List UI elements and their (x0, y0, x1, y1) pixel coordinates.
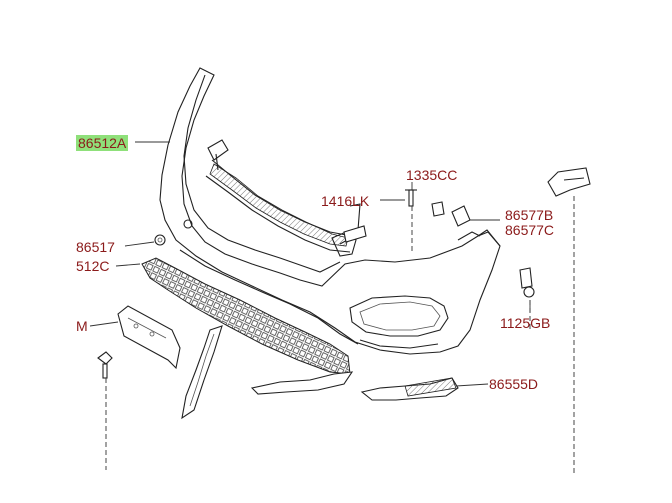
label-1335cc[interactable]: 1335CC (406, 167, 458, 183)
right-part-shape (547, 167, 591, 197)
lower-trim-shape (250, 371, 459, 401)
screw-1416-icon (343, 203, 367, 243)
lower-grille-shape (141, 257, 351, 375)
bolt-left-icon (97, 351, 113, 379)
label-86512a[interactable]: 86512A (76, 135, 129, 151)
label-1416lk[interactable]: 1416LK (321, 193, 370, 209)
bracket-shape (117, 305, 181, 370)
label-86555d[interactable]: 86555D (489, 376, 539, 392)
label-86577c[interactable]: 86577C (505, 222, 555, 238)
label-m[interactable]: M (76, 318, 88, 334)
leader-lines (89, 141, 531, 387)
clip-86577-icon (431, 201, 471, 227)
label-1125gb[interactable]: 1125GB (500, 315, 551, 331)
label-512c[interactable]: 512C (76, 258, 110, 274)
side-trim-shape (181, 325, 223, 420)
label-86577b[interactable]: 86577B (505, 207, 554, 223)
bolt-1335-icon (405, 189, 417, 207)
clip-86517-icon (154, 234, 166, 246)
bumper-cover-shape (159, 67, 501, 355)
label-86517[interactable]: 86517 (76, 239, 115, 255)
bolt-1125-icon (519, 267, 535, 298)
